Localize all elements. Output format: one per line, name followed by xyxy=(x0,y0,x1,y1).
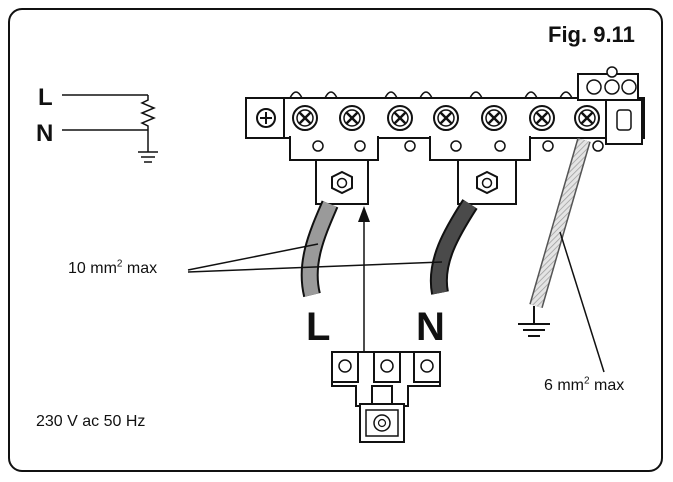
terminal-block xyxy=(245,66,645,161)
cable-clamp-neutral xyxy=(457,159,517,205)
earth-symbol xyxy=(518,306,550,337)
cable-clamp-line xyxy=(315,159,369,205)
schematic xyxy=(62,94,158,163)
figure-label: Fig. 9.11 xyxy=(548,22,635,47)
cable-size-earth-caption: 6 mm2 max xyxy=(544,375,625,394)
supply-rating: 230 V ac 50 Hz xyxy=(36,413,146,430)
schematic-neutral-label: N xyxy=(36,120,54,147)
bridge-link xyxy=(331,351,441,443)
terminal-neutral-label: N xyxy=(416,305,445,349)
figure-frame xyxy=(8,8,663,472)
cable-size-live-caption: 10 mm2 max xyxy=(68,258,158,277)
schematic-line-label: L xyxy=(38,84,53,111)
terminal-line-label: L xyxy=(306,305,331,349)
